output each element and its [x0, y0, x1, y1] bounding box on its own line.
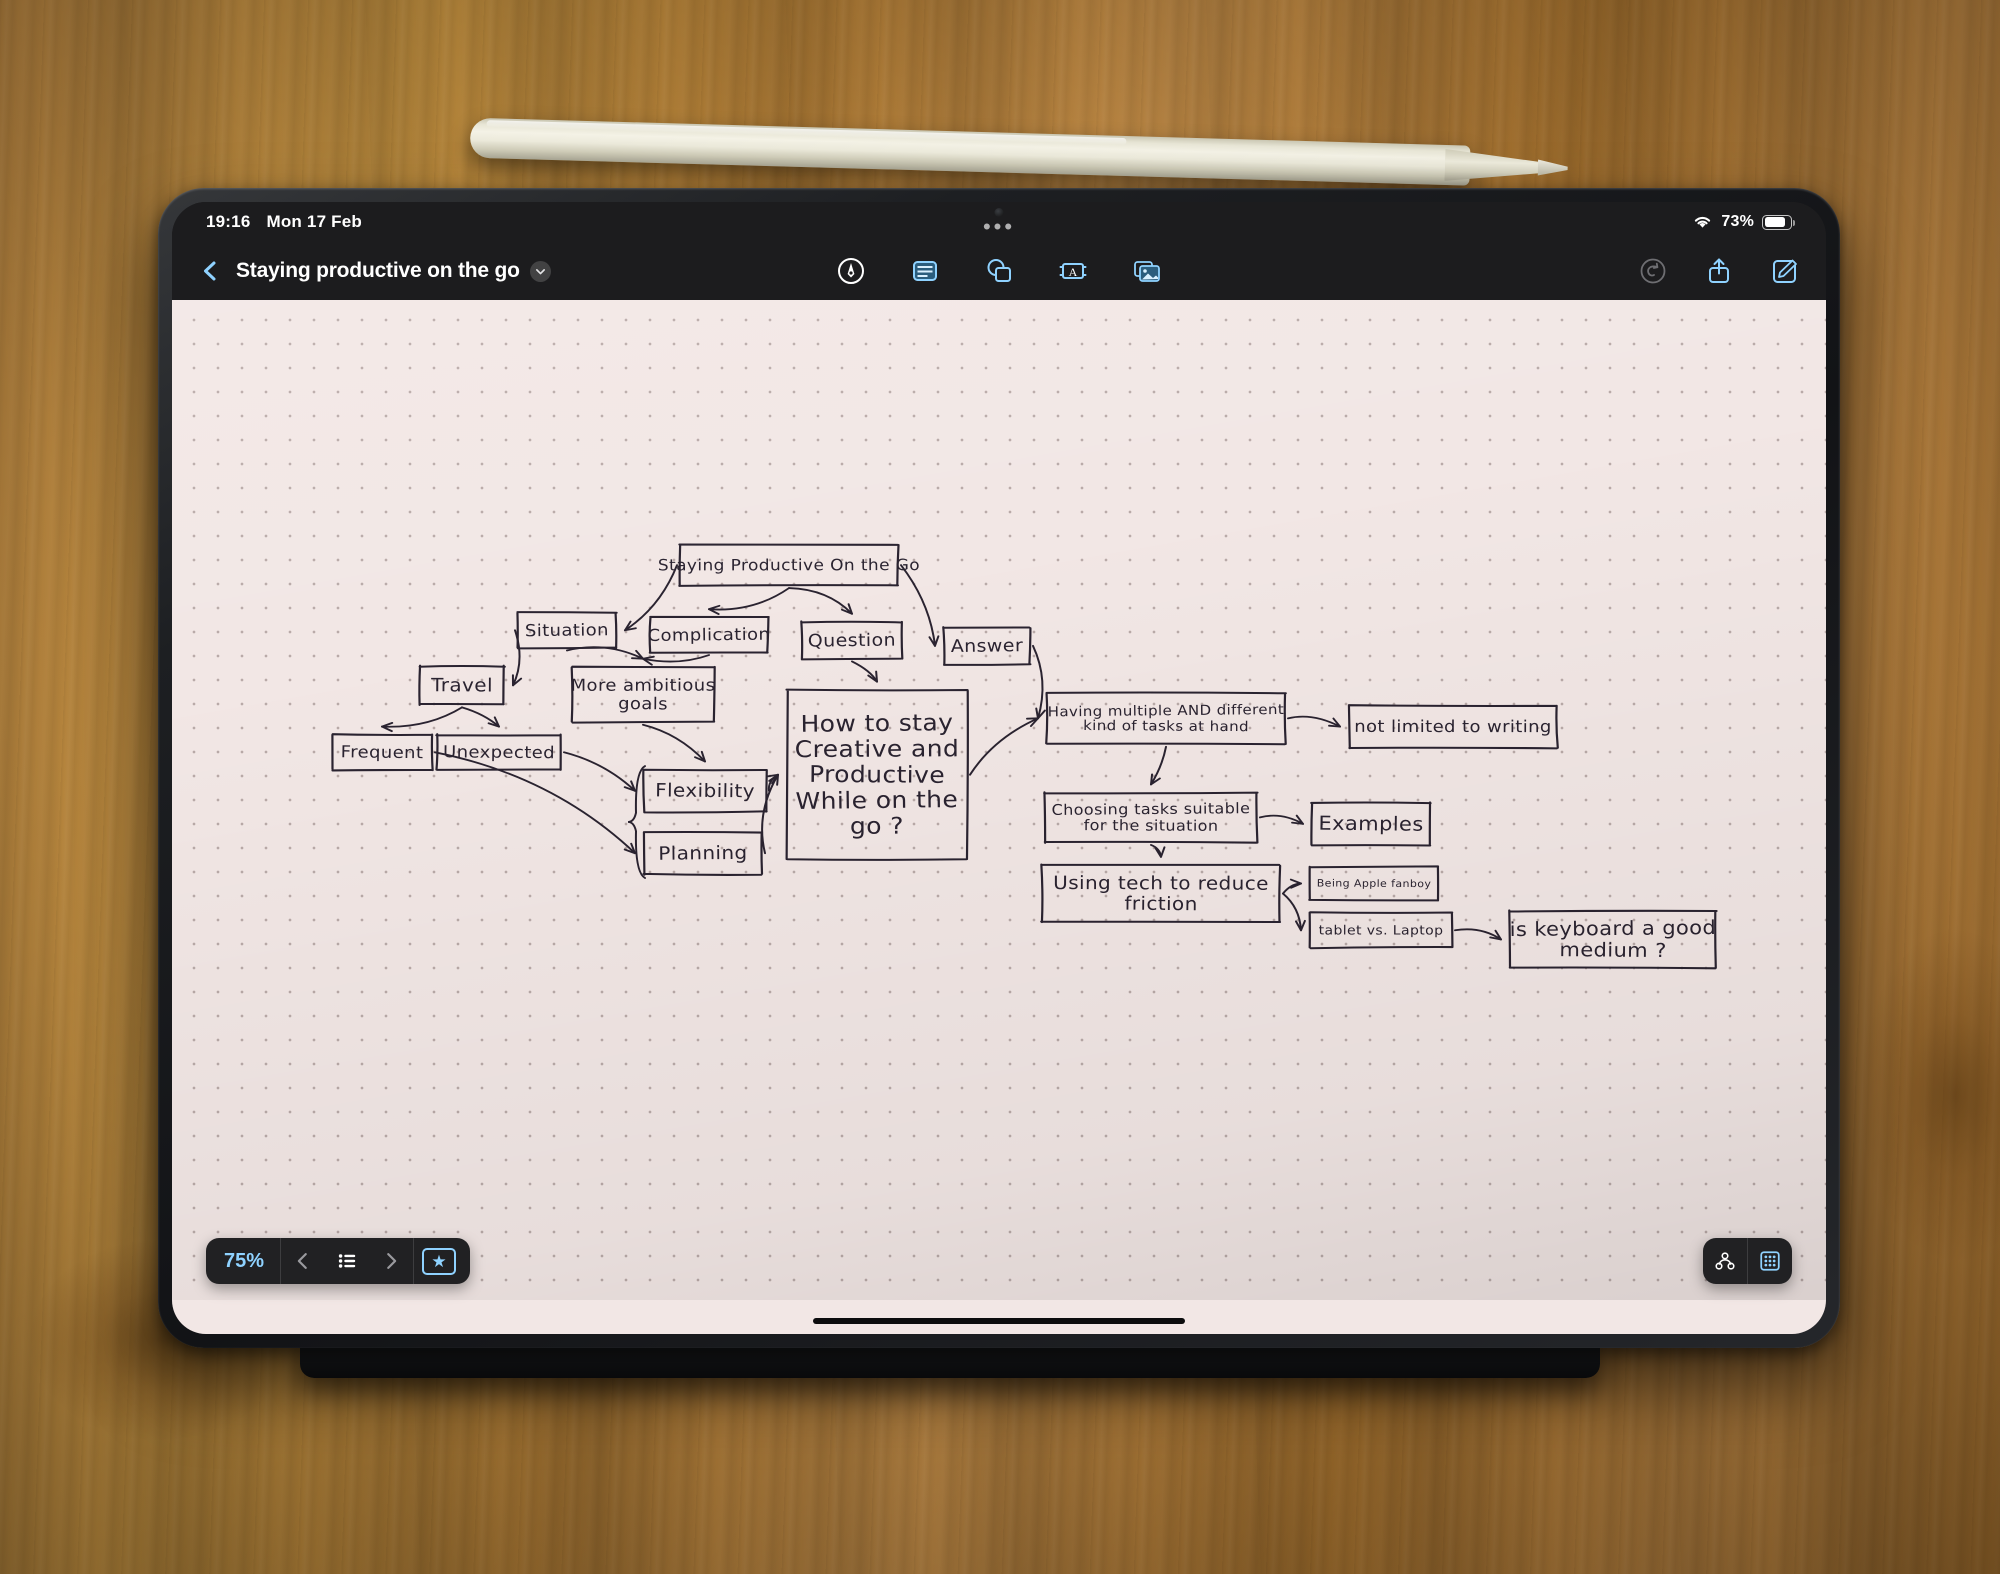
front-camera-icon [995, 208, 1004, 217]
diagram-node-question[interactable]: Question [801, 621, 902, 659]
svg-text:Complication: Complication [647, 625, 770, 646]
status-time: 19:16 [206, 212, 250, 232]
node-graph-icon[interactable] [1703, 1238, 1747, 1284]
chevron-right-icon[interactable] [369, 1238, 413, 1284]
pencil-tip [1538, 160, 1568, 177]
page-title: Staying productive on the go [236, 259, 520, 283]
svg-text:for the situation: for the situation [1084, 817, 1219, 835]
diagram-node-goals[interactable]: More ambitiousgoals [571, 667, 716, 723]
window-handle-icon[interactable]: ••• [983, 222, 1015, 232]
svg-text:go ?: go ? [850, 813, 904, 840]
svg-text:How to stay: How to stay [800, 709, 953, 737]
share-upload-icon[interactable] [1704, 256, 1734, 286]
svg-text:medium ?: medium ? [1559, 938, 1667, 962]
diagram-node-unexpected[interactable]: Unexpected [436, 734, 560, 770]
wifi-icon [1692, 214, 1713, 230]
home-indicator[interactable] [813, 1318, 1185, 1324]
page-navigation-hud: 75% [206, 1238, 470, 1284]
tablet-device: 19:16 Mon 17 Feb 73% [158, 188, 1840, 1348]
text-box-a-icon[interactable]: A [1058, 256, 1088, 286]
svg-text:Being Apple fanboy: Being Apple fanboy [1317, 878, 1432, 890]
diagram-node-choosing[interactable]: Choosing tasks suitablefor the situation [1044, 792, 1257, 843]
diagram-node-tech[interactable]: Using tech to reducefriction [1041, 865, 1280, 923]
svg-text:More ambitious: More ambitious [571, 676, 716, 695]
canvas-bottom-strip [172, 1300, 1826, 1334]
photo-icon[interactable] [1132, 256, 1162, 286]
battery-icon [1762, 215, 1792, 230]
grid-dots-icon[interactable] [1748, 1238, 1792, 1284]
diagram-node-travel[interactable]: Travel [419, 666, 504, 705]
svg-text:goals: goals [618, 695, 668, 715]
tablet-screen: 19:16 Mon 17 Feb 73% [172, 202, 1826, 1334]
diagram-node-complication[interactable]: Complication [647, 617, 770, 653]
diagram-node-bigq[interactable]: How to stayCreative andProductiveWhile o… [787, 690, 968, 860]
view-mode-hud [1703, 1238, 1792, 1284]
svg-text:While on the: While on the [795, 786, 958, 815]
svg-text:Planning: Planning [658, 842, 748, 865]
diagram-node-notwriting[interactable]: not limited to writing [1349, 705, 1558, 748]
svg-text:Staying Productive On the Go: Staying Productive On the Go [658, 556, 920, 574]
handwritten-mindmap[interactable]: Staying Productive On the Go Situation Com… [172, 300, 1826, 1300]
svg-text:Creative and: Creative and [795, 735, 960, 763]
svg-text:Travel: Travel [430, 674, 493, 696]
svg-text:Frequent: Frequent [341, 743, 424, 763]
list-bullet-icon[interactable] [325, 1238, 369, 1284]
apple-pencil[interactable] [470, 118, 1566, 191]
shapes-icon[interactable] [984, 256, 1014, 286]
diagram-node-planning[interactable]: Planning [644, 832, 762, 875]
svg-text:Situation: Situation [525, 621, 609, 641]
battery-percent-label: 73% [1721, 213, 1754, 231]
dotted-paper-canvas[interactable]: Staying Productive On the Go Situation Com… [172, 300, 1826, 1300]
tool-palette: A [836, 256, 1162, 286]
diagram-node-answer[interactable]: Answer [943, 627, 1030, 665]
diagram-node-flexibility[interactable]: Flexibility [643, 770, 766, 813]
chevron-down-icon[interactable] [530, 261, 551, 282]
svg-text:Unexpected: Unexpected [443, 743, 555, 763]
nav-actions [1638, 256, 1800, 286]
svg-text:Flexibility: Flexibility [655, 779, 755, 802]
svg-text:kind of tasks at hand: kind of tasks at hand [1083, 719, 1249, 736]
compose-pencil-square-icon[interactable] [1770, 256, 1800, 286]
svg-text:is keyboard a good: is keyboard a good [1510, 916, 1717, 941]
back-chevron-icon[interactable] [198, 259, 222, 283]
diagram-node-tasks[interactable]: Having multiple AND differentkind of tas… [1046, 692, 1286, 744]
diagram-node-fanboy[interactable]: Being Apple fanboy [1309, 866, 1438, 900]
wood-grain-knot [1860, 930, 2000, 1260]
undo-arrow-icon[interactable] [1638, 256, 1668, 286]
app-nav-bar: ••• Staying productive on the go [172, 242, 1826, 300]
svg-text:A: A [1069, 265, 1078, 279]
chevron-left-icon[interactable] [281, 1238, 325, 1284]
diagram-node-tabletlaptop[interactable]: tablet vs. Laptop [1310, 912, 1453, 948]
svg-text:not limited to writing: not limited to writing [1354, 718, 1552, 737]
svg-text:Having multiple AND different: Having multiple AND different [1048, 702, 1285, 720]
svg-text:Choosing tasks suitable: Choosing tasks suitable [1052, 800, 1251, 819]
pen-nib-circle-icon[interactable] [836, 256, 866, 286]
svg-text:friction: friction [1124, 892, 1198, 915]
zoom-level-label[interactable]: 75% [206, 1250, 280, 1273]
svg-text:Productive: Productive [809, 761, 945, 789]
status-date: Mon 17 Feb [266, 212, 362, 232]
svg-text:tablet vs. Laptop: tablet vs. Laptop [1319, 924, 1444, 938]
svg-text:Question: Question [808, 630, 896, 651]
diagram-node-examples[interactable]: Examples [1311, 802, 1430, 845]
svg-text:Examples: Examples [1318, 811, 1423, 835]
svg-text:Answer: Answer [951, 636, 1024, 657]
diagram-node-situation[interactable]: Situation [517, 612, 616, 648]
text-note-icon[interactable] [910, 256, 940, 286]
svg-text:Using tech to reduce: Using tech to reduce [1053, 872, 1269, 895]
diagram-node-frequent[interactable]: Frequent [332, 734, 432, 770]
diagram-node-keyboard[interactable]: is keyboard a goodmedium ? [1509, 910, 1716, 968]
hud-divider [413, 1238, 414, 1284]
star-bookmark-icon[interactable]: ★ [422, 1248, 456, 1275]
diagram-node-root[interactable]: Staying Productive On the Go [658, 545, 920, 587]
pencil-taper [1444, 149, 1550, 184]
note-canvas-area[interactable]: Staying Productive On the Go Situation Com… [172, 300, 1826, 1334]
